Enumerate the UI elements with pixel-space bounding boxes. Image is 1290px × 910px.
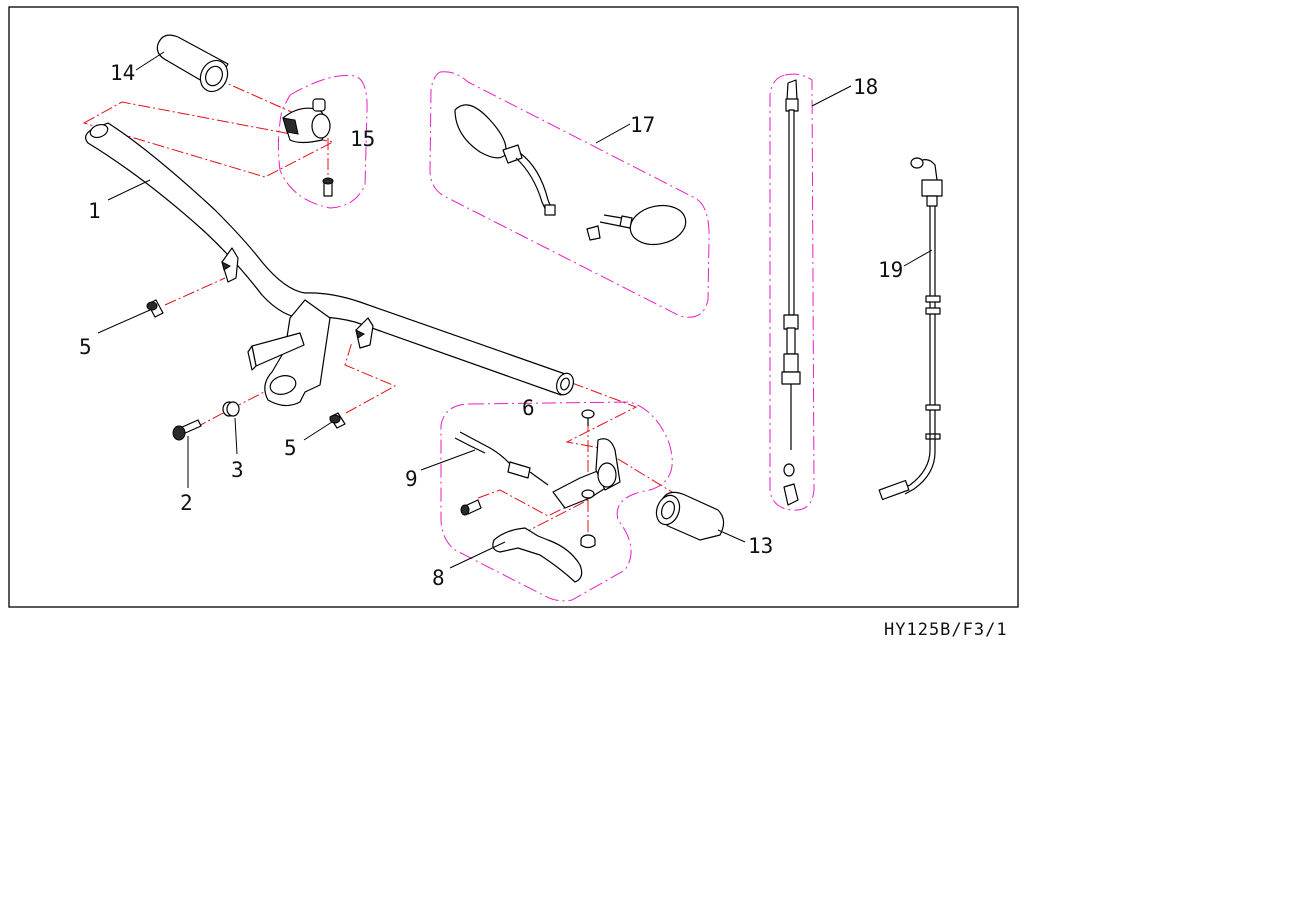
group-outline-throttle-cable [769, 73, 815, 511]
leader-18 [811, 85, 852, 107]
brake-lever [492, 527, 583, 583]
brake-cable [878, 157, 943, 501]
bolt-2 [172, 419, 202, 441]
leader-5a [97, 309, 151, 334]
leader-9 [420, 449, 476, 471]
callout-5b: 5 [284, 436, 297, 460]
callout-2: 2 [180, 491, 193, 515]
lever-bracket [552, 438, 621, 509]
washer-3 [222, 401, 240, 417]
assembly-line-right-grip [565, 382, 691, 504]
callout-13: 13 [748, 534, 773, 558]
leader-3 [234, 417, 238, 455]
lever-screw-top [581, 409, 595, 426]
lever-nut [580, 534, 596, 549]
leader-1 [107, 179, 151, 201]
callout-3: 3 [231, 458, 244, 482]
throttle-cable [781, 79, 801, 506]
brake-switch-wire [454, 431, 549, 486]
leader-13 [717, 529, 746, 543]
mirror-left [454, 104, 556, 216]
group-outline-mirrors [429, 71, 710, 318]
assembly-line-lever-nut [519, 420, 589, 536]
drawing-code: HY125B/F3/1 [884, 620, 1008, 640]
leader-8 [449, 541, 506, 569]
diagram-frame [8, 6, 1019, 608]
assembly-line-left-grip [82, 101, 335, 178]
leader-19 [903, 249, 933, 267]
left-grip [156, 34, 229, 93]
leader-5b [303, 421, 333, 441]
callout-17: 17 [630, 113, 655, 137]
right-grip [655, 491, 725, 541]
assembly-line-grip-to-switch [214, 77, 306, 119]
callout-5a: 5 [79, 335, 92, 359]
callout-9: 9 [405, 467, 418, 491]
handlebar [85, 122, 575, 407]
group-outline-switch [277, 74, 368, 209]
callout-8: 8 [432, 566, 445, 590]
lever-screw-side [460, 499, 482, 516]
callout-18: 18 [853, 75, 878, 99]
callout-6: 6 [522, 396, 535, 420]
leader-14 [135, 51, 165, 71]
bolt-5-left [146, 299, 164, 318]
assembly-line-bolt2 [194, 389, 269, 429]
assembly-line-left-bolt5 [164, 277, 226, 306]
bolt-5-right [329, 412, 346, 429]
leader-17 [595, 123, 631, 144]
callout-15: 15 [350, 127, 375, 151]
callout-19: 19 [878, 258, 903, 282]
mirror-right [586, 204, 687, 246]
callout-1: 1 [88, 199, 101, 223]
assembly-line-right-bolt5 [344, 341, 397, 414]
group-outline-lever [440, 401, 673, 602]
switch-housing [282, 98, 334, 197]
callout-14: 14 [110, 61, 135, 85]
